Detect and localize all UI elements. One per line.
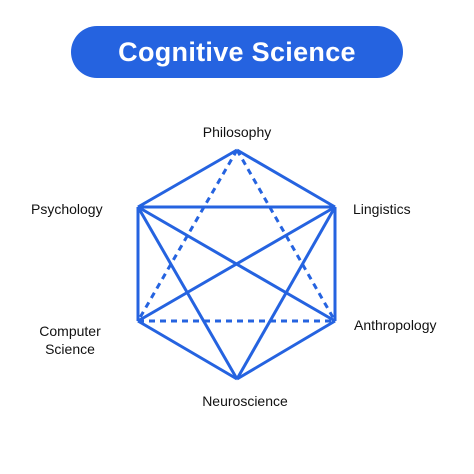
edge-neuroscience-computer-science xyxy=(137,319,238,381)
edge-psychology-philosophy xyxy=(137,148,238,209)
node-label-computer-science: Computer Science xyxy=(39,323,101,357)
edge-lingistics-computer-science xyxy=(137,205,336,323)
edge-anthropology-neuroscience xyxy=(236,319,336,381)
node-label-anthropology: Anthropology xyxy=(354,317,437,333)
dashed-edges xyxy=(136,149,337,323)
edge-philosophy-lingistics xyxy=(236,148,336,209)
diagram-title: Cognitive Science xyxy=(118,36,356,67)
edge-lingistics-neuroscience xyxy=(235,206,337,380)
solid-edges xyxy=(136,148,337,381)
title-banner: Cognitive Science xyxy=(71,26,403,78)
node-label-neuroscience: Neuroscience xyxy=(202,393,288,409)
node-label-psychology: Psychology xyxy=(31,201,103,217)
node-label-philosophy: Philosophy xyxy=(202,124,272,140)
node-label-lingistics: Lingistics xyxy=(353,201,411,217)
